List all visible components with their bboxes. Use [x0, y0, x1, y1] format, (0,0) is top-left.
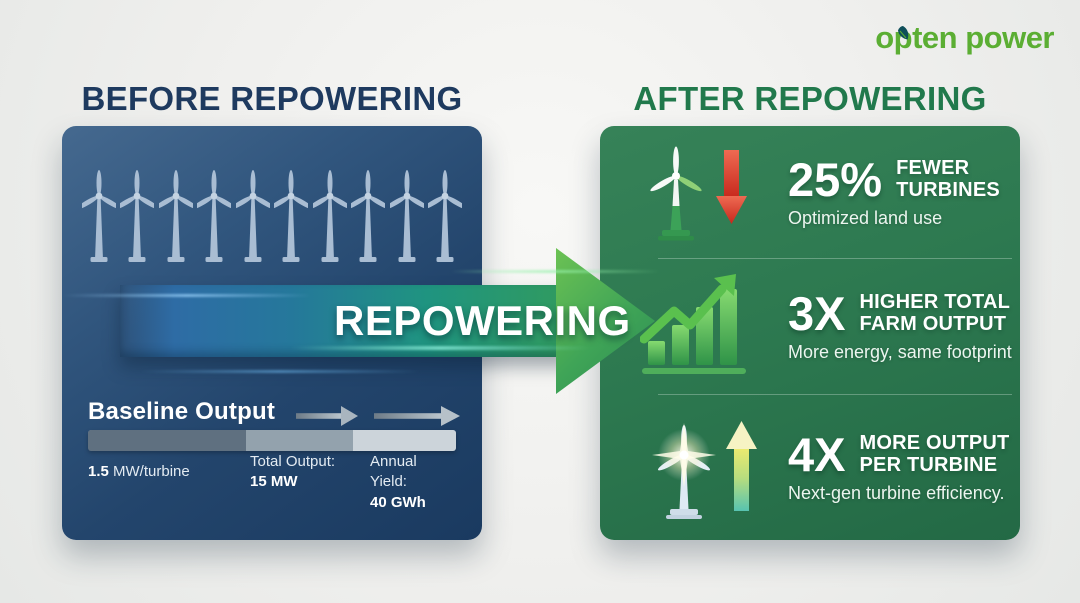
row1-subtext: Optimized land use — [788, 207, 943, 228]
turbine-row — [82, 168, 462, 274]
row3-value: 4X — [788, 427, 846, 481]
wind-turbine-icon — [389, 170, 424, 262]
wind-turbine-icon — [197, 170, 232, 262]
logo-text-rest: ten power — [912, 20, 1054, 55]
right-arrows-icon — [296, 406, 460, 426]
row-divider — [658, 394, 1012, 395]
row2-headline: HIGHER TOTAL FARM OUTPUT — [860, 291, 1011, 335]
row2-headline-line1: HIGHER TOTAL — [859, 291, 1011, 313]
motion-streak — [62, 294, 312, 297]
motion-streak — [290, 346, 590, 350]
turbine-decrease-icon — [640, 136, 788, 248]
wind-turbine-icon — [274, 170, 309, 262]
row1-value: 25% — [788, 152, 883, 206]
row1-headline-line1: FEWER — [896, 157, 970, 179]
output-bar-segment — [88, 430, 247, 451]
stat-total-output-label: Total Output: — [250, 453, 336, 470]
baseline-arrows — [296, 405, 460, 432]
before-stats: 1.5 MW/turbine Total Output: 15 MW Annua… — [88, 452, 456, 522]
row3-headline-line1: MORE OUTPUT — [859, 432, 1010, 454]
stat-total-output: Total Output: 15 MW — [250, 452, 335, 493]
row3-subtext: Next-gen turbine efficiency. — [788, 482, 1005, 503]
wind-turbine-icon — [120, 170, 155, 262]
row-text-farm-output: 3X HIGHER TOTAL FARM OUTPUT More energy,… — [788, 290, 1012, 363]
motion-streak — [450, 270, 660, 273]
baseline-output-label: Baseline Output — [88, 398, 276, 425]
turbine-boost-icon — [640, 409, 788, 525]
after-panel: 25% FEWER TURBINES Optimized land use — [600, 126, 1020, 540]
leaf-icon — [897, 26, 908, 40]
brand-logo: opten power — [875, 20, 1054, 56]
wind-turbine-icon — [235, 170, 270, 262]
stat-per-turbine: 1.5 MW/turbine — [88, 462, 190, 482]
wind-turbine-icon — [312, 170, 347, 262]
row-divider — [658, 258, 1012, 259]
growth-chart-icon — [640, 273, 788, 379]
after-row-farm-output: 3X HIGHER TOTAL FARM OUTPUT More energy,… — [600, 258, 1020, 394]
row1-headline: FEWER TURBINES — [896, 157, 1000, 201]
stat-annual-yield: Annual Yield: 40 GWh — [370, 452, 456, 513]
baseline-output-bar — [88, 430, 456, 451]
wind-turbine-icon — [82, 170, 116, 262]
output-bar-segment — [352, 430, 456, 451]
motion-streak — [140, 370, 420, 373]
row-text-output-per-turbine: 4X MORE OUTPUT PER TURBINE Next-gen turb… — [788, 431, 1009, 504]
wind-turbine-icon — [427, 170, 462, 262]
after-heading: AFTER REPOWERING — [633, 80, 987, 117]
wind-turbine-icon — [351, 170, 386, 262]
row3-headline-line2: PER TURBINE — [859, 454, 998, 476]
stat-total-output-value: 15 MW — [250, 473, 298, 491]
row-text-fewer-turbines: 25% FEWER TURBINES Optimized land use — [788, 156, 1000, 229]
logo-text-o: o — [875, 20, 894, 55]
stat-annual-yield-value: 40 GWh — [370, 493, 426, 511]
repowering-arrow-shaft — [120, 285, 572, 357]
row2-headline-line2: FARM OUTPUT — [859, 313, 1007, 335]
repowering-arrow: REPOWERING — [62, 248, 660, 394]
stat-per-turbine-unit: MW/turbine — [113, 463, 190, 480]
repowering-label: REPOWERING — [334, 297, 631, 344]
row1-headline-line2: TURBINES — [896, 179, 1000, 201]
row3-headline: MORE OUTPUT PER TURBINE — [860, 432, 1010, 476]
after-row-fewer-turbines: 25% FEWER TURBINES Optimized land use — [600, 126, 1020, 258]
before-heading: BEFORE REPOWERING — [81, 80, 463, 117]
row2-value: 3X — [788, 286, 846, 340]
row2-subtext: More energy, same footprint — [788, 341, 1012, 362]
output-bar-segment — [246, 430, 353, 451]
stat-per-turbine-value: 1.5 — [88, 463, 109, 480]
after-row-output-per-turbine: 4X MORE OUTPUT PER TURBINE Next-gen turb… — [600, 394, 1020, 540]
wind-turbine-icon — [158, 170, 193, 262]
stat-annual-yield-label: Annual Yield: — [370, 453, 417, 491]
